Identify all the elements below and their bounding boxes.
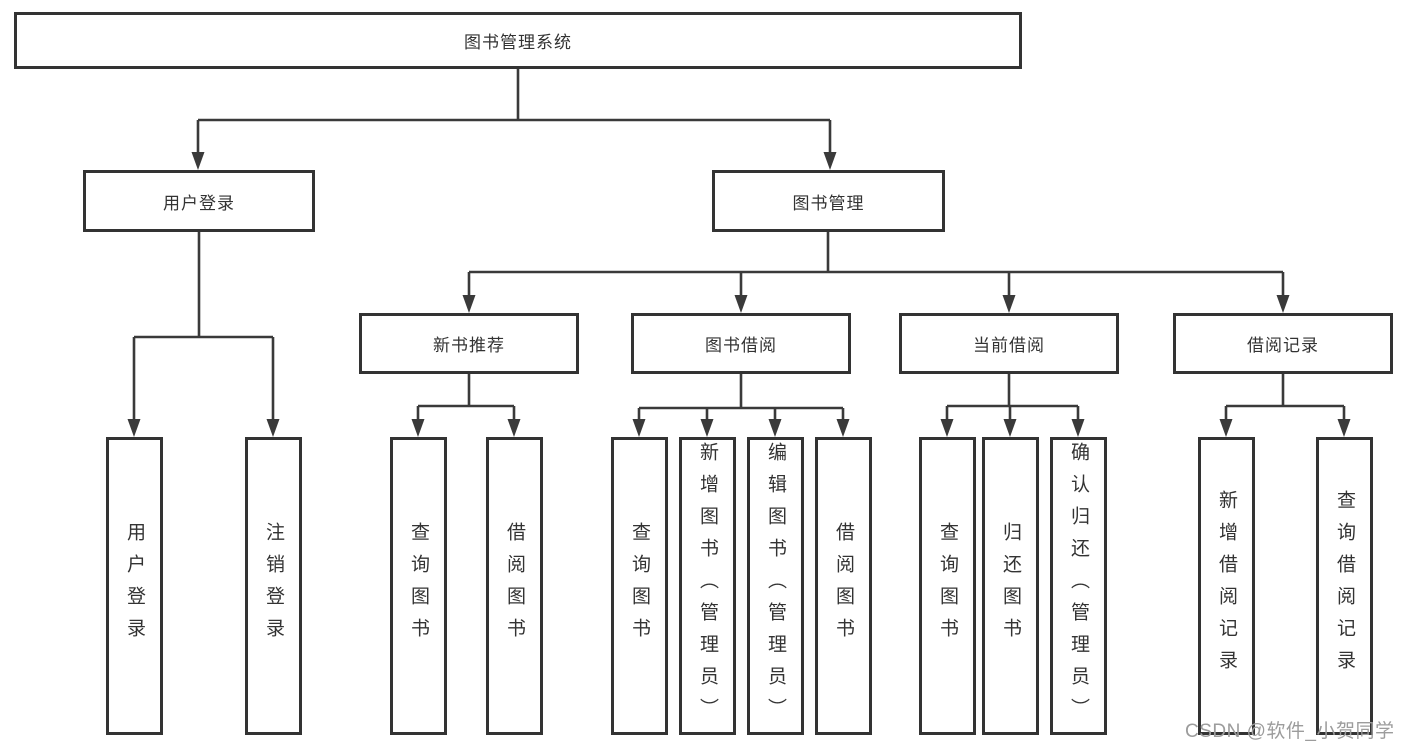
node-leaf-query-books-borrowing: 查询图书 [611,437,668,735]
node-leaf-return-books: 归还图书 [982,437,1039,735]
node-leaf-query-books-current: 查询图书 [919,437,976,735]
node-leaf-logout: 注销登录 [245,437,302,735]
node-user-login-branch: 用户登录 [83,170,315,232]
node-book-borrowing-label: 图书借阅 [705,336,777,355]
node-book-borrowing: 图书借阅 [631,313,851,374]
node-leaf-query-borrow-record-label: 查询借阅记录 [1334,490,1355,682]
node-leaf-query-books-borrowing-label: 查询图书 [629,522,650,650]
node-leaf-add-borrow-record: 新增借阅记录 [1198,437,1255,735]
node-leaf-borrow-books: 借阅图书 [815,437,872,735]
node-current-borrowing-label: 当前借阅 [973,336,1045,355]
node-leaf-edit-books-admin: 编辑图书（管理员） [747,437,804,735]
node-library-management-system-label: 图书管理系统 [464,33,572,52]
node-leaf-borrow-books-recommend-label: 借阅图书 [504,522,525,650]
csdn-watermark: CSDN @软件_小贺同学 [1185,721,1395,742]
node-new-book-recommendation: 新书推荐 [359,313,579,374]
node-leaf-query-books-recommend: 查询图书 [390,437,447,735]
node-new-book-recommendation-label: 新书推荐 [433,336,505,355]
node-book-management-branch: 图书管理 [712,170,945,232]
node-leaf-user-login: 用户登录 [106,437,163,735]
node-leaf-confirm-return-admin-label: 确认归还（管理员） [1068,442,1089,730]
node-leaf-query-borrow-record: 查询借阅记录 [1316,437,1373,735]
node-borrowing-records: 借阅记录 [1173,313,1393,374]
node-leaf-edit-books-admin-label: 编辑图书（管理员） [765,442,786,730]
node-leaf-add-borrow-record-label: 新增借阅记录 [1216,490,1237,682]
node-borrowing-records-label: 借阅记录 [1247,336,1319,355]
node-current-borrowing: 当前借阅 [899,313,1119,374]
node-leaf-add-books-admin-label: 新增图书（管理员） [697,442,718,730]
node-library-management-system: 图书管理系统 [14,12,1022,69]
node-leaf-borrow-books-recommend: 借阅图书 [486,437,543,735]
node-book-management-branch-label: 图书管理 [792,193,865,213]
node-leaf-user-login-label: 用户登录 [124,522,145,650]
node-leaf-logout-label: 注销登录 [263,522,284,650]
node-leaf-query-books-recommend-label: 查询图书 [408,522,429,650]
node-user-login-branch-label: 用户登录 [163,193,235,213]
node-leaf-borrow-books-label: 借阅图书 [833,522,854,650]
arrowhead-icons [127,152,1351,437]
node-leaf-add-books-admin: 新增图书（管理员） [679,437,736,735]
node-leaf-confirm-return-admin: 确认归还（管理员） [1050,437,1107,735]
node-leaf-query-books-current-label: 查询图书 [937,522,958,650]
node-leaf-return-books-label: 归还图书 [1000,522,1021,650]
